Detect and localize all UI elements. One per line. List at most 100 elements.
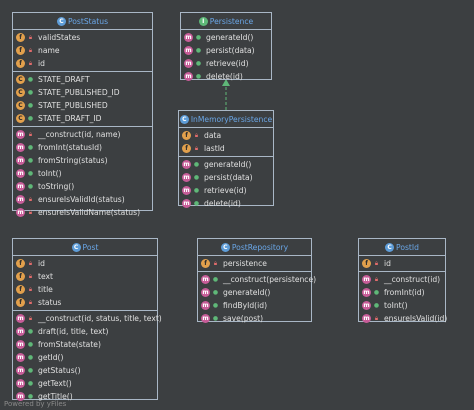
private-icon: 🔒︎ xyxy=(28,59,33,67)
class-title: PostStatus xyxy=(67,16,109,26)
private-icon: 🔒︎ xyxy=(28,314,33,322)
class-post[interactable]: C Post f🔒︎id f🔒︎text f🔒︎title f🔒︎status … xyxy=(12,238,162,401)
footer-credit: Powered by yFiles xyxy=(4,400,67,408)
public-icon: ● xyxy=(27,144,34,151)
private-icon: 🔒︎ xyxy=(374,275,379,283)
method-icon: m xyxy=(16,392,25,401)
public-icon: ● xyxy=(27,170,34,177)
field-icon: f xyxy=(16,272,25,281)
method-icon: m xyxy=(16,195,25,204)
private-icon: 🔒︎ xyxy=(374,259,379,267)
method-icon: m xyxy=(362,314,371,323)
public-icon: ● xyxy=(195,47,202,54)
method-row: m●fromState(state) xyxy=(16,340,101,349)
method-row: m●generateId() xyxy=(201,288,271,297)
public-icon: ● xyxy=(27,115,34,122)
constant-row: C●STATE_DRAFT_ID xyxy=(13,112,152,125)
constant-icon: C xyxy=(16,101,25,110)
private-icon: 🔒︎ xyxy=(213,259,218,267)
class-header: C Post xyxy=(13,239,157,256)
field-icon: f xyxy=(182,131,191,140)
method-icon: m xyxy=(184,59,193,68)
method-icon: m xyxy=(362,275,371,284)
field-row: f🔒︎title xyxy=(13,283,157,296)
field-icon: f xyxy=(16,46,25,55)
method-icon: m xyxy=(16,366,25,375)
private-icon: 🔒︎ xyxy=(28,46,33,54)
field-icon: f xyxy=(182,144,191,153)
method-row: m●generateId() xyxy=(182,160,252,169)
public-icon: ● xyxy=(27,354,34,361)
field-row: f🔒︎id xyxy=(13,257,157,270)
class-icon: C xyxy=(56,16,66,26)
method-row: m●retrieve(id) xyxy=(182,186,247,195)
interface-title: Persistence xyxy=(209,16,254,26)
method-icon: m xyxy=(182,160,191,169)
method-icon: m xyxy=(16,314,25,323)
method-icon: m xyxy=(16,353,25,362)
method-icon: m xyxy=(16,379,25,388)
private-icon: 🔒︎ xyxy=(194,131,199,139)
method-row: m●toInt() xyxy=(16,169,62,178)
methods-section: m●generateId() m●persist(data) m●retriev… xyxy=(179,157,273,211)
method-icon: m xyxy=(362,288,371,297)
field-row: f🔒︎text xyxy=(13,270,157,283)
field-row: f🔒︎data xyxy=(179,129,273,142)
field-row: f🔒︎persistence xyxy=(198,257,311,270)
method-row: m●delete(id) xyxy=(182,199,241,208)
public-icon: ● xyxy=(27,367,34,374)
public-icon: ● xyxy=(27,393,34,400)
public-icon: ● xyxy=(27,102,34,109)
class-title: InMemoryPersistence xyxy=(190,114,273,124)
method-row: m●__construct(persistence) xyxy=(201,275,317,284)
public-icon: ● xyxy=(27,380,34,387)
method-icon: m xyxy=(362,301,371,310)
interface-persistence[interactable]: I Persistence m●generateId() m●persist(d… xyxy=(180,12,272,81)
private-icon: 🔒︎ xyxy=(194,144,199,152)
method-row: m●save(post) xyxy=(201,314,264,323)
field-icon: f xyxy=(16,285,25,294)
method-row: m●getId() xyxy=(16,353,64,362)
fields-section: f🔒︎validStates f🔒︎name f🔒︎id xyxy=(13,30,152,72)
class-icon: C xyxy=(71,242,81,252)
method-row: m🔒︎ensureIsValidName(status) xyxy=(16,208,141,217)
public-icon: ● xyxy=(195,73,202,80)
constant-icon: C xyxy=(16,88,25,97)
class-postid[interactable]: C PostId f🔒︎id m🔒︎__construct(id) m●from… xyxy=(358,238,448,323)
field-row: f🔒︎status xyxy=(13,296,157,309)
public-icon: ● xyxy=(373,289,380,296)
class-title: Post xyxy=(82,242,99,252)
class-inmemorypersistence[interactable]: C InMemoryPersistence f🔒︎data f🔒︎lastId … xyxy=(178,110,274,208)
method-icon: m xyxy=(16,156,25,165)
field-icon: f xyxy=(362,259,371,268)
field-icon: f xyxy=(201,259,210,268)
field-row: f🔒︎id xyxy=(13,57,152,70)
constants-section: C●STATE_DRAFT C●STATE_PUBLISHED_ID C●STA… xyxy=(13,72,152,127)
fields-section: f🔒︎id f🔒︎text f🔒︎title f🔒︎status xyxy=(13,256,157,311)
public-icon: ● xyxy=(212,302,219,309)
constant-row: C●STATE_PUBLISHED_ID xyxy=(13,86,152,99)
methods-section: m🔒︎__construct(id, name) m●fromInt(statu… xyxy=(13,127,152,220)
private-icon: 🔒︎ xyxy=(28,298,33,306)
method-row: m🔒︎ensureIsValidId(status) xyxy=(16,195,125,204)
method-icon: m xyxy=(182,173,191,182)
class-poststatus[interactable]: C PostStatus f🔒︎validStates f🔒︎name f🔒︎i… xyxy=(12,12,153,217)
class-header: C PostRepository xyxy=(198,239,311,256)
class-postrepository[interactable]: C PostRepository f🔒︎persistence m●__cons… xyxy=(197,238,317,323)
method-row: m●getText() xyxy=(16,379,72,388)
method-row: m●persist(data) xyxy=(182,173,253,182)
public-icon: ● xyxy=(193,161,200,168)
public-icon: ● xyxy=(193,187,200,194)
method-row: m●toString() xyxy=(16,182,75,191)
field-icon: f xyxy=(16,59,25,68)
method-row: m●retrieve(id) xyxy=(184,59,249,68)
field-row: f🔒︎validStates xyxy=(13,31,152,44)
method-row: m🔒︎ensureIsValid(id) xyxy=(362,314,448,323)
method-icon: m xyxy=(16,143,25,152)
method-row: m●fromInt(id) xyxy=(362,288,425,297)
public-icon: ● xyxy=(193,174,200,181)
public-icon: ● xyxy=(193,200,200,207)
method-icon: m xyxy=(16,169,25,178)
class-header: C PostId xyxy=(359,239,445,256)
